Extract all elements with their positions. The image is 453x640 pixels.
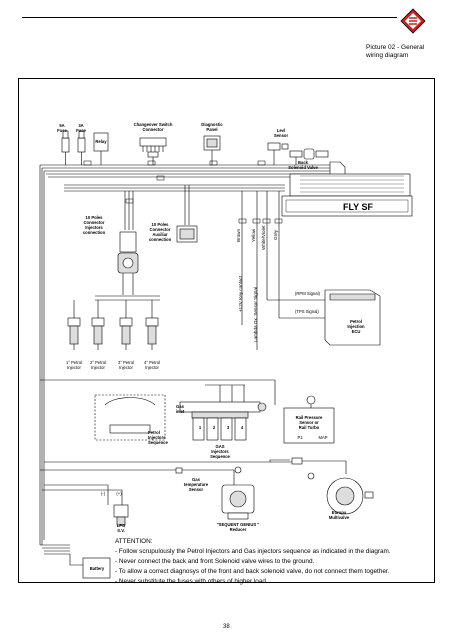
back-solenoid-icon: [289, 148, 329, 160]
petrol-injector-2-label: 2° Petrol Injector: [89, 360, 107, 370]
gas-sequence-label: GAS Injectors Sequence: [210, 444, 230, 459]
minus-terminal-label: (-): [100, 491, 106, 496]
wire-brown-label: Brown: [236, 228, 241, 242]
connector-10-poles-injectors-icon: [117, 231, 139, 295]
attention-notes: ATTENTION: - Follow scrupulously the Pet…: [115, 537, 435, 587]
petrol-ecu-icon: [324, 289, 381, 346]
lpg-solenoid-valve-icon: [42, 484, 129, 526]
europa-multivalve-icon: [326, 477, 374, 515]
connector-auxiliar-label: 10 Poles Connector Auxiliar connection: [148, 222, 172, 242]
gas-injector-number-2: 2: [212, 425, 216, 430]
gas-inlet-label: Gas inlet: [175, 404, 185, 414]
rail-pressure-sensor-icon: [283, 395, 335, 444]
petrol-ecu-label: Petrol Injection ECU: [347, 319, 365, 334]
battery-icon: [40, 544, 111, 579]
rail-pressure-label: Rail Pressure Sensor or Rail Turbo: [295, 415, 323, 430]
reducer-label: "SEQUENT GENIUS " Reducer: [216, 522, 260, 532]
fuse-5a-label: 5A Fuse: [57, 123, 67, 133]
petrol-sequence-label: Petrol Injectors Sequence: [148, 430, 168, 445]
relay-label: Relay: [95, 139, 107, 144]
attention-line: - Follow scrupulously the Petrol Injecto…: [115, 548, 391, 555]
gas-temperature-sensor-icon: [40, 467, 235, 485]
wire-white-violet-label: White/Violet: [261, 225, 266, 250]
gas-injector-number-4: 4: [240, 425, 244, 430]
plus-terminal-label: (+): [116, 491, 122, 496]
diagnostic-panel-icon: [203, 135, 221, 151]
europa-multivalve-label: Europa Multivalve: [328, 510, 350, 520]
attention-title: ATTENTION:: [115, 538, 153, 545]
gas-injector-number-1: 1: [198, 425, 202, 430]
figure-caption: Picture 02 - General wiring diagram: [366, 44, 446, 60]
attention-line: - Never substitute the fuses with others…: [115, 578, 268, 585]
wire-yellow-label: Yellow: [251, 228, 256, 242]
lambda-signal-label: Lambda Ox. Sensor Signal: [253, 287, 258, 342]
level-sensor-label: Levl Sensor: [273, 128, 289, 138]
fly-sf-label: FLY SF: [342, 202, 373, 212]
petrol-injector-1-label: 1° Petrol Injector: [65, 360, 83, 370]
petrol-injector-icons: [67, 317, 159, 350]
map-label: MAP: [318, 435, 328, 440]
changeover-switch-label: Changeover Switch Connector: [133, 122, 173, 132]
gas-injector-rail-icon: [179, 401, 267, 441]
changeover-connector-icon: [139, 137, 167, 158]
attention-line: - To allow a correct diagnosys of the fr…: [115, 568, 390, 575]
lpg-sv-label: LPG S.V.: [116, 523, 126, 533]
petrol-injector-3-label: 3° Petrol Injector: [117, 360, 135, 370]
gas-injector-number-3: 3: [226, 425, 230, 430]
caption-line-2: wiring diagram: [366, 52, 409, 59]
back-solenoid-label: Back Solenoid Valve: [288, 160, 318, 170]
diagram-frame: [18, 78, 435, 583]
diagnostic-panel-label: Diagnostic Panel: [201, 122, 223, 132]
petrol-injector-4-label: 4° Petrol Injector: [143, 360, 161, 370]
fuse-3a-label: 3A Fuse: [76, 123, 86, 133]
battery-label: Battery: [89, 566, 105, 571]
rpm-signal-label: (RPM Signal): [295, 291, 320, 296]
gas-temperature-label: Gas temperature Sensor: [183, 477, 209, 492]
connector-10-poles-auxiliar-icon: [176, 225, 198, 243]
fuse-3a-icon: [77, 130, 86, 160]
header-rule: [22, 17, 397, 18]
connector-injectors-label: 10 Poles Connector Injectors connection: [82, 215, 106, 235]
key-contact-label: +12V Key contact: [238, 275, 243, 312]
engine-block-icon: [94, 394, 166, 441]
tps-signal-label: (TPS Signal): [295, 309, 319, 314]
caption-line-1: Picture 02 - General: [366, 44, 425, 51]
sequent-genius-reducer-icon: [221, 484, 255, 520]
attention-line: - Never connect the back and front Solen…: [115, 558, 315, 565]
fly-sf-ecu-icon: [281, 161, 413, 217]
brand-logo-icon: [400, 8, 426, 34]
p1-label: P1: [297, 435, 303, 440]
wire-grey-label: Grey: [273, 230, 278, 240]
level-sensor-icon: [267, 142, 289, 151]
fuse-5a-icon: [61, 130, 70, 160]
page-number: 38: [223, 624, 230, 630]
